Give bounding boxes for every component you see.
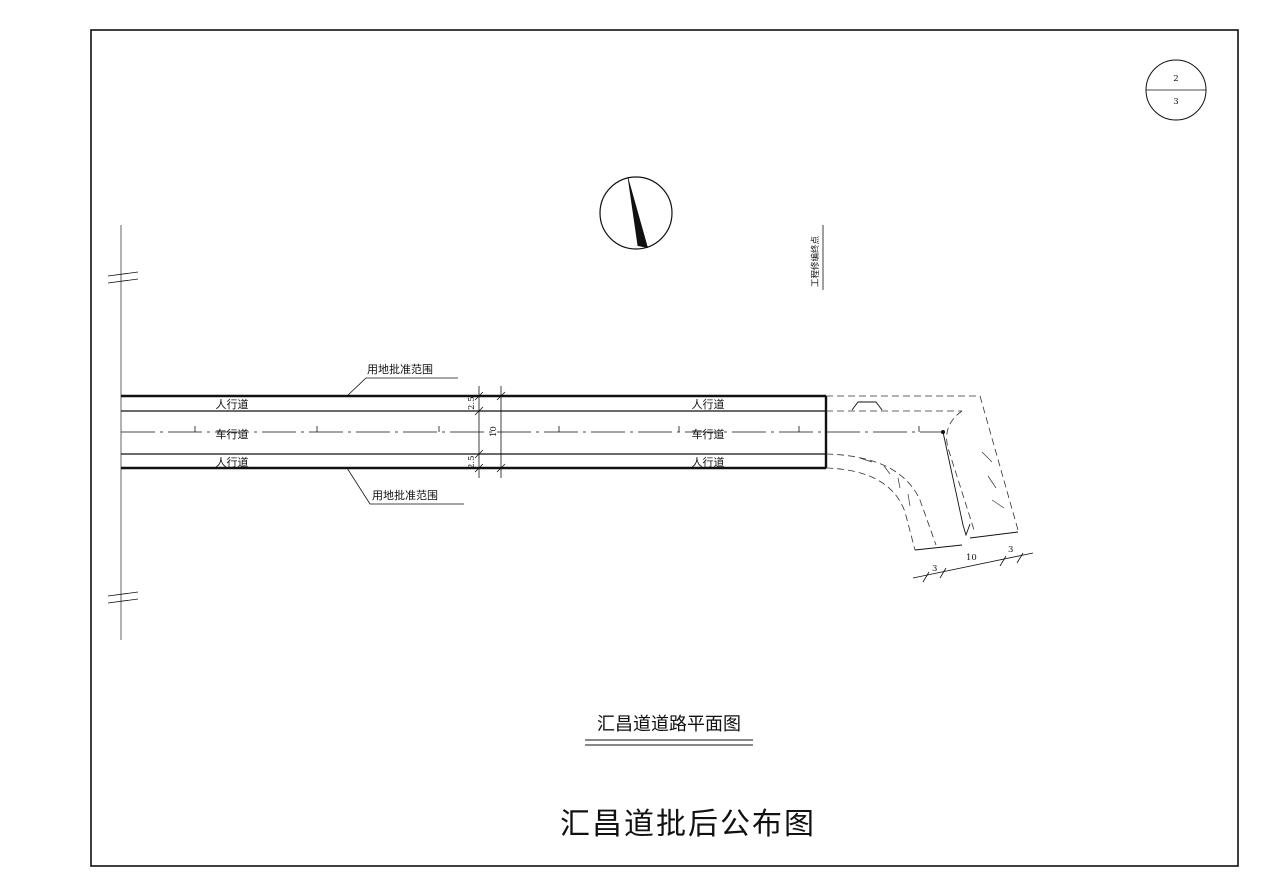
dim-curve-right: 3 [1008, 545, 1013, 555]
label-sidewalk-bottom-left: 人行道 [216, 455, 249, 469]
label-boundary-top: 用地批准范围 [367, 362, 433, 376]
planned-extension [825, 395, 1019, 551]
dim-curve-road: 10 [966, 553, 977, 563]
sheet-frame [90, 29, 1239, 867]
label-boundary-bottom: 用地批准范围 [372, 488, 438, 502]
north-arrow-icon [599, 176, 673, 250]
road-body [121, 394, 945, 470]
label-sidewalk-top-right: 人行道 [692, 397, 725, 411]
curve-dimension [912, 552, 1034, 583]
label-sidewalk-bottom-right: 人行道 [692, 455, 725, 469]
label-sidewalk-top-left: 人行道 [216, 397, 249, 411]
label-carriageway-left: 车行道 [216, 427, 249, 441]
curb-hatching [859, 451, 1005, 509]
engineering-note: 工程修编终点 [810, 225, 824, 290]
dim-curve-left: 3 [932, 564, 937, 574]
sheet-number: 2 [1173, 74, 1178, 84]
drawing-main-title: 汇昌道批后公布图 [560, 807, 816, 842]
dim-road-width: 10 [489, 426, 499, 437]
cross-section-dimension [474, 386, 506, 478]
sheet-total: 3 [1173, 97, 1178, 107]
existing-road-edge [107, 225, 139, 640]
boundary-leader-top [346, 377, 458, 397]
extension-solid-edges [851, 401, 1019, 551]
engineering-note-text: 工程修编终点 [810, 235, 821, 287]
label-carriageway-right: 车行道 [692, 427, 725, 441]
dim-sidewalk-bottom: 2.5 [467, 455, 477, 469]
boundary-leader-bottom [346, 467, 464, 505]
dim-sidewalk-top: 2.5 [467, 396, 477, 410]
drawing-subtitle: 汇昌道道路平面图 [597, 714, 741, 735]
sheet-number-badge: 2 3 [1145, 59, 1207, 121]
